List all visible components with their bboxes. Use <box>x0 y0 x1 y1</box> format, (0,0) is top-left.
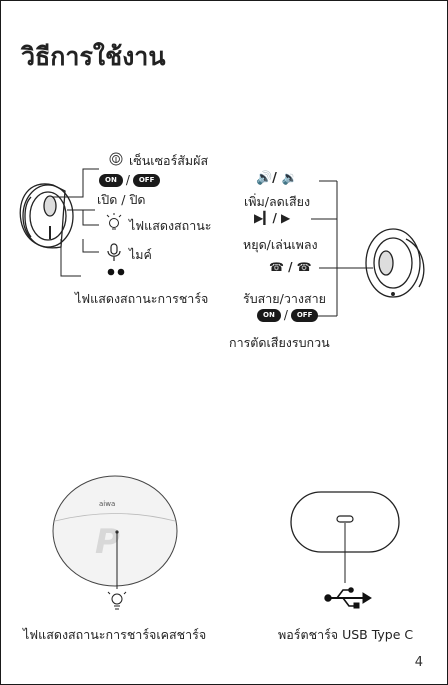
right-earbud-icon <box>365 228 425 298</box>
case-bottom-icon <box>290 491 400 583</box>
play-icons: ▶▎/ ▶ <box>254 211 291 225</box>
left-callout-lines <box>53 168 99 277</box>
left-onoff-pills: ON/OFF <box>99 173 161 187</box>
charge-dots-icon <box>107 268 125 276</box>
noise-cancel-label: การตัดเสียงรบกวน <box>229 335 330 350</box>
mic-label: ไมค์ <box>129 247 152 262</box>
fingerprint-icon <box>109 152 123 166</box>
mic-icon <box>107 243 121 261</box>
case-charge-light-label: ไฟแสดงสถานะการชาร์จเคสชาร์จ <box>23 627 207 642</box>
charge-light-label: ไฟแสดงสถานะการชาร์จ <box>75 291 209 306</box>
right-onoff-pills: ON/OFF <box>257 308 319 322</box>
right-callout-lines <box>311 180 373 317</box>
on-badge: ON <box>99 174 123 187</box>
touch-sensor-label: เซ็นเซอร์สัมผัส <box>129 153 209 168</box>
power-onoff-label: เปิด / ปิด <box>97 192 146 207</box>
off-badge: OFF <box>290 309 319 322</box>
bulb-icon <box>106 213 122 230</box>
page-title: วิธีการใช้งาน <box>21 42 166 71</box>
usb-port-label: พอร์ตชาร์จ USB Type C <box>278 627 414 642</box>
off-badge: OFF <box>132 174 161 187</box>
usb-icon <box>324 587 372 609</box>
onoff-slash: / <box>125 173 130 187</box>
case-logo-text: P <box>95 522 120 562</box>
charging-case-icon: aiwa P <box>52 475 178 589</box>
onoff-slash: / <box>283 308 288 322</box>
left-earbud-icon <box>19 183 74 249</box>
case-bulb-icon <box>107 591 127 610</box>
status-light-label: ไฟแสดงสถานะ <box>129 218 212 233</box>
volume-icons: 🔊/ 🔉 <box>256 171 298 186</box>
answer-end-call-label: รับสาย/วางสาย <box>243 291 326 306</box>
page-number: 4 <box>414 655 423 670</box>
call-icons: ☎ / ☎ <box>269 260 312 274</box>
on-badge: ON <box>257 309 281 322</box>
play-pause-label: หยุด/เล่นเพลง <box>243 237 318 252</box>
volume-label: เพิ่ม/ลดเสียง <box>244 194 311 209</box>
case-brand-text: aiwa <box>99 500 115 508</box>
